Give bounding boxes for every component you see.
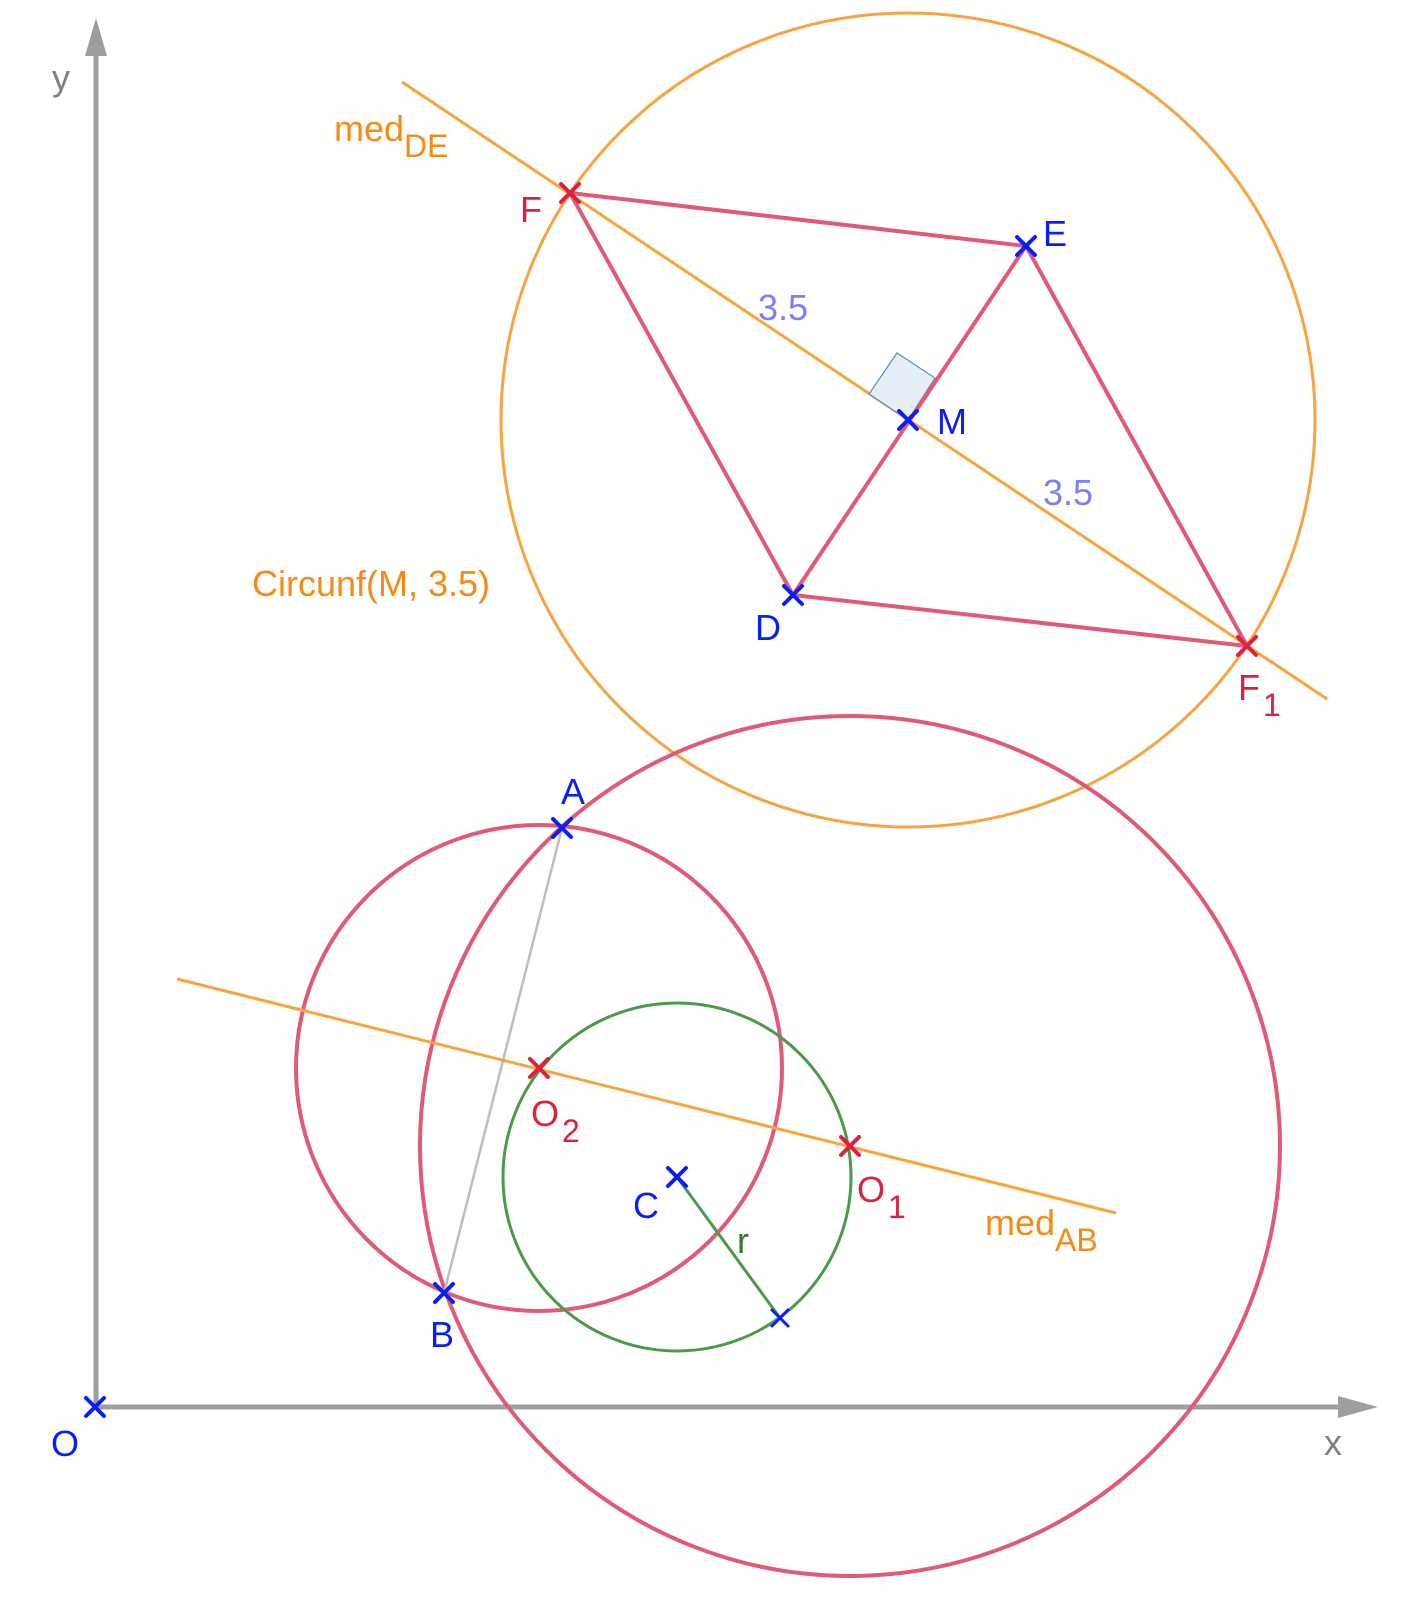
point-radius-end[interactable]	[770, 1308, 790, 1328]
label-m: M	[937, 401, 967, 442]
label-r: r	[737, 1220, 749, 1261]
label-e: E	[1043, 213, 1067, 254]
label-b: B	[430, 1314, 454, 1355]
label-o1: O1	[857, 1169, 906, 1225]
bisector-ab	[176, 977, 1117, 1215]
label-circunf: Circunf(M, 3.5)	[252, 563, 490, 604]
origin-label: O	[51, 1423, 79, 1464]
point-o2[interactable]	[528, 1057, 550, 1079]
point-b[interactable]	[433, 1282, 455, 1304]
axes	[85, 18, 1378, 1418]
circle-o1	[418, 714, 1282, 1578]
bisector-de	[401, 80, 1328, 701]
label-f: F	[520, 189, 542, 230]
label-c: C	[633, 1185, 659, 1226]
distance-label-mf1: 3.5	[1043, 472, 1093, 513]
point-origin[interactable]	[84, 1396, 106, 1418]
right-angle-marker	[868, 352, 936, 421]
label-a: A	[561, 771, 585, 812]
point-m[interactable]	[897, 409, 919, 431]
label-f1: F1	[1238, 667, 1281, 723]
point-f1[interactable]	[1236, 635, 1258, 657]
label-d: D	[755, 607, 781, 648]
point-markers	[84, 182, 1258, 1418]
y-axis-label: y	[52, 57, 70, 98]
point-a[interactable]	[551, 817, 573, 839]
point-e[interactable]	[1015, 235, 1037, 257]
circle-c	[501, 1001, 853, 1353]
circle-o2	[294, 823, 784, 1313]
label-o2: O2	[531, 1093, 580, 1149]
point-o1[interactable]	[839, 1135, 861, 1157]
circle-m-3-5	[499, 11, 1317, 829]
distance-label-fm: 3.5	[758, 287, 808, 328]
point-c[interactable]	[666, 1166, 688, 1188]
radius-r	[675, 1176, 782, 1319]
y-axis-arrow	[85, 18, 107, 56]
label-med-de: medDE	[334, 108, 448, 164]
label-med-ab: medAB	[985, 1202, 1098, 1258]
x-axis-label: x	[1324, 1422, 1342, 1463]
x-axis-arrow	[1338, 1396, 1378, 1418]
point-f[interactable]	[559, 182, 581, 204]
point-d[interactable]	[782, 584, 804, 606]
